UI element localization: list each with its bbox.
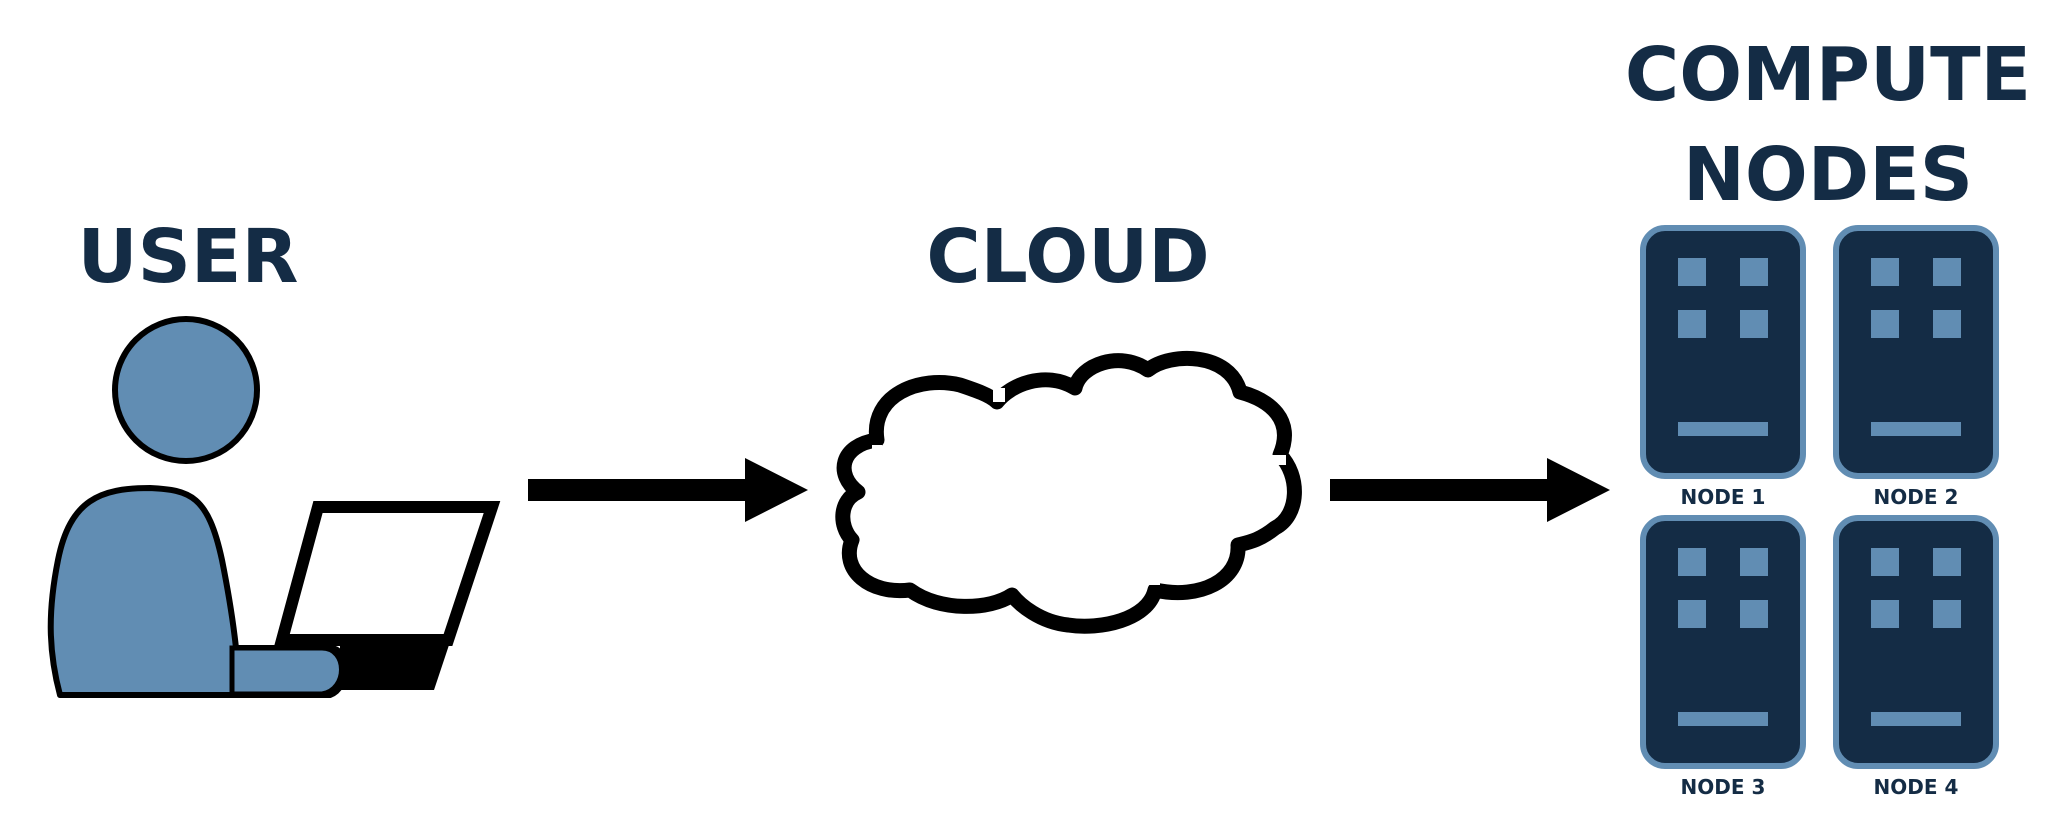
server-light — [1933, 310, 1961, 338]
server-slot — [1871, 422, 1961, 436]
arrow-shaft — [1330, 479, 1552, 501]
arrow-head — [745, 458, 808, 522]
laptop-icon — [229, 501, 501, 697]
laptop-screen — [274, 501, 501, 646]
server-light — [1933, 258, 1961, 286]
server-node-1: NODE 1 — [1640, 225, 1806, 509]
server-light — [1740, 600, 1768, 628]
cloud-gap — [1148, 573, 1160, 585]
server-light — [1871, 258, 1899, 286]
server-slot — [1678, 712, 1768, 726]
user-label: USER — [78, 214, 299, 300]
server-slot — [1871, 712, 1961, 726]
server-light — [1740, 310, 1768, 338]
node-3-label: NODE 3 — [1681, 775, 1766, 799]
cloud-outline — [835, 350, 1302, 634]
cloud-gap — [1272, 455, 1286, 465]
node-2-label: NODE 2 — [1874, 485, 1959, 509]
compute-title-line2: NODES — [1683, 132, 1973, 218]
cloud-gap — [872, 445, 882, 457]
node-4-label: NODE 4 — [1874, 775, 1959, 799]
server-light — [1871, 548, 1899, 576]
server-icon — [1640, 515, 1806, 769]
arrow-right-icon — [528, 458, 808, 522]
arrow-head — [1547, 458, 1610, 522]
arrow-right-icon — [1330, 458, 1610, 522]
server-light — [1678, 258, 1706, 286]
compute-title-line1: COMPUTE — [1625, 32, 2031, 118]
user-hand — [229, 645, 344, 697]
server-node-2: NODE 2 — [1833, 225, 1999, 509]
user-icon — [47, 316, 348, 698]
server-light — [1933, 548, 1961, 576]
server-light — [1678, 600, 1706, 628]
arrow-shaft — [528, 479, 750, 501]
node-1-label: NODE 1 — [1681, 485, 1766, 509]
server-light — [1740, 258, 1768, 286]
cloud-label: CLOUD — [926, 214, 1209, 300]
cloud-gap — [993, 388, 1005, 402]
server-slot — [1678, 422, 1768, 436]
cloud-icon — [835, 350, 1302, 634]
server-light — [1933, 600, 1961, 628]
server-light — [1871, 600, 1899, 628]
server-light — [1871, 310, 1899, 338]
server-node-3: NODE 3 — [1640, 515, 1806, 799]
server-icon — [1833, 225, 1999, 479]
server-light — [1678, 548, 1706, 576]
cloud-gap — [854, 518, 868, 528]
server-light — [1678, 310, 1706, 338]
server-icon — [1833, 515, 1999, 769]
server-icon — [1640, 225, 1806, 479]
laptop-base — [340, 636, 452, 690]
server-light — [1740, 548, 1768, 576]
user-head — [112, 316, 260, 464]
server-node-4: NODE 4 — [1833, 515, 1999, 799]
